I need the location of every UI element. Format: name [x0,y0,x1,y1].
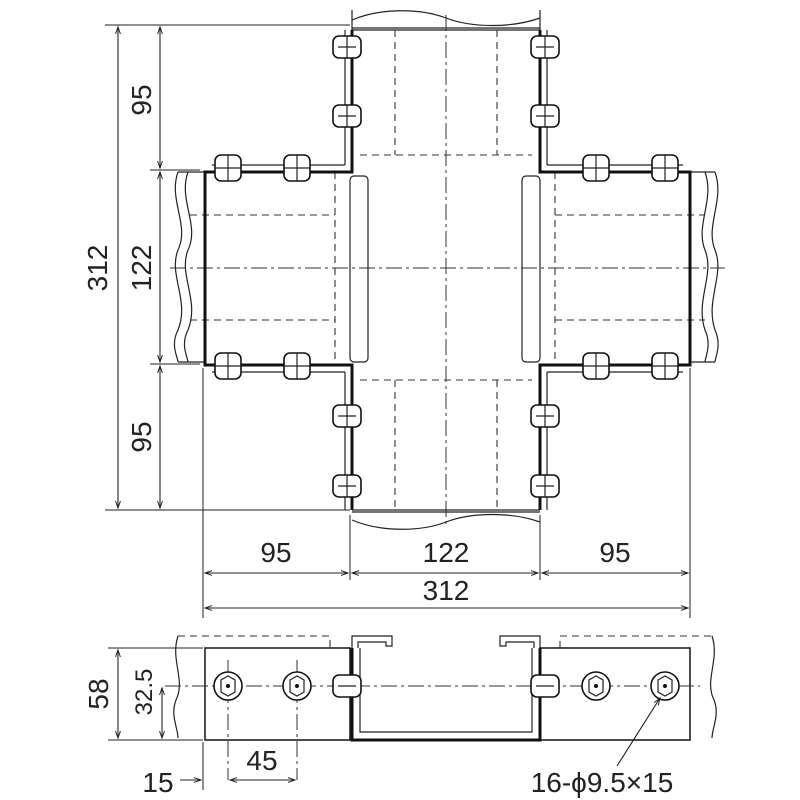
horizontal-pipe [170,171,725,363]
vertical-dimensions: 312 95 122 95 [82,24,350,511]
bolt-icon [283,352,311,380]
vertical-pipe [351,10,541,530]
bolt-icon [332,474,362,498]
bolt-icon [530,474,560,498]
bolt-icon [214,352,242,380]
bolt-icon [332,674,362,698]
dim-total-width: 312 [423,575,470,606]
bolt-icon [332,35,362,59]
dim-bolt-height: 32.5 [131,669,158,716]
bolt-icon [651,154,679,182]
bolt-icon [530,35,560,59]
bolt-icon [214,154,242,182]
dim-bottom-arm: 95 [126,421,157,452]
bolt-icon [582,154,610,182]
hole-callout: 16-ϕ9.5×15 [531,767,674,798]
bolt-icon [283,154,311,182]
bolt-icon [651,352,679,380]
dim-middle-width: 122 [423,537,470,568]
dim-bolt-pitch: 45 [246,745,277,776]
dim-total-height: 312 [82,245,113,292]
dim-top-arm: 95 [126,84,157,115]
bolt-icon [530,674,560,698]
bolt-hole-icon [213,671,243,701]
bolt-icon [582,352,610,380]
dim-edge-offset: 15 [142,767,173,798]
side-view: 58 32.5 15 45 16-ϕ9.5×15 [83,635,717,798]
bolt-hole-icon [650,671,680,701]
dim-side-height: 58 [83,678,114,709]
bolt-hole-icon [282,671,312,701]
bolt-hole-icon [581,671,611,701]
horizontal-dimensions: 95 122 95 312 [202,368,691,618]
bolt-icon [332,104,362,128]
dim-right-arm: 95 [599,537,630,568]
plan-view: 312 95 122 95 95 122 95 312 [82,10,725,618]
bolt-icon [530,104,560,128]
bolt-icon [332,404,362,428]
dim-left-arm: 95 [260,537,291,568]
bolt-icon [530,404,560,428]
cross-fitting-outline [203,29,692,511]
plan-bolts [214,35,679,498]
dim-middle-height: 122 [126,245,157,292]
